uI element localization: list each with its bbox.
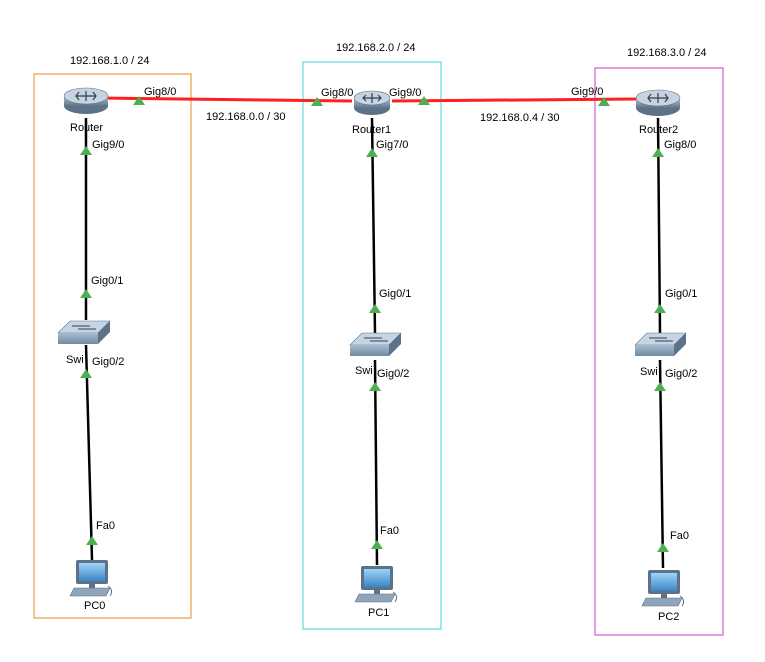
- pc2-icon[interactable]: [641, 570, 685, 607]
- link-up-icon: [369, 304, 381, 313]
- port-label-s1-gig01: Gig0/1: [379, 288, 412, 300]
- port-label-s2-gig02: Gig0/2: [665, 368, 698, 380]
- port-label-s0-gig01: Gig0/1: [91, 275, 124, 287]
- wan-link-r0-r1[interactable]: [99, 96, 353, 103]
- port-label-r1-gig80: Gig8/0: [321, 87, 354, 99]
- port-label-pc1-fa0: Fa0: [380, 525, 399, 537]
- link-up-icon: [371, 540, 383, 549]
- router1-icon[interactable]: [353, 90, 391, 115]
- port-label-pc0-fa0: Fa0: [96, 520, 115, 532]
- port-label-r2-gig90: Gig9/0: [571, 86, 604, 98]
- network-label-wan-left: 192.168.0.0 / 30: [206, 111, 286, 123]
- link-up-icon: [654, 382, 666, 391]
- wan-link-r1-r2[interactable]: [391, 97, 641, 103]
- link-up-icon: [133, 96, 145, 105]
- network-label-wan-right: 192.168.0.4 / 30: [480, 112, 560, 124]
- link-up-icon: [80, 369, 92, 378]
- area-right[interactable]: [594, 67, 724, 636]
- switch1-label: Swi: [355, 365, 373, 377]
- link-up-icon: [598, 97, 610, 106]
- port-label-s2-gig01: Gig0/1: [665, 288, 698, 300]
- link-up-icon: [80, 146, 92, 155]
- link-up-icon: [86, 536, 98, 545]
- network-label-lan-right: 192.168.3.0 / 24: [627, 47, 707, 59]
- port-label-r0-gig90: Gig9/0: [92, 139, 125, 151]
- area-mid[interactable]: [302, 61, 442, 630]
- switch1-icon[interactable]: [349, 332, 402, 356]
- port-label-r2-gig80: Gig8/0: [664, 139, 697, 151]
- lan-link-s2-pc2[interactable]: [658, 359, 665, 569]
- port-label-r1-gig90: Gig9/0: [389, 87, 422, 99]
- port-label-s0-gig02: Gig0/2: [92, 356, 125, 368]
- link-up-icon: [652, 148, 664, 157]
- switch0-icon[interactable]: [57, 320, 111, 344]
- port-label-s1-gig02: Gig0/2: [377, 368, 410, 380]
- router0-label: Router: [70, 122, 104, 134]
- router2-label: Router2: [639, 124, 679, 136]
- lan-link-s1-pc1[interactable]: [373, 359, 379, 566]
- link-up-icon: [657, 543, 669, 552]
- pc0-icon[interactable]: [69, 560, 113, 597]
- pc0-label: PC0: [84, 600, 106, 612]
- router2-icon[interactable]: [635, 89, 681, 116]
- link-indicators: [80, 96, 669, 552]
- link-up-icon: [366, 148, 378, 157]
- link-up-icon: [311, 97, 323, 106]
- switch0-label: Swi: [66, 354, 84, 366]
- pc1-icon[interactable]: [354, 566, 398, 603]
- link-up-icon: [654, 304, 666, 313]
- switch2-icon[interactable]: [634, 332, 687, 356]
- lan-link-s0-pc0[interactable]: [84, 344, 94, 561]
- port-label-r1-gig70: Gig7/0: [376, 139, 409, 151]
- port-label-pc2-fa0: Fa0: [670, 530, 689, 542]
- port-label-r0-gig80: Gig8/0: [144, 86, 177, 98]
- pc1-label: PC1: [368, 607, 390, 619]
- link-up-icon: [369, 382, 381, 391]
- router1-label: Router1: [352, 124, 392, 136]
- network-label-lan-mid: 192.168.2.0 / 24: [336, 42, 416, 54]
- link-up-icon: [80, 289, 92, 298]
- area-left[interactable]: [33, 73, 192, 619]
- router0-icon[interactable]: [63, 87, 109, 114]
- link-up-icon: [418, 96, 430, 105]
- pc2-label: PC2: [658, 611, 680, 623]
- network-label-lan-left: 192.168.1.0 / 24: [70, 55, 150, 67]
- switch2-label: Swi: [640, 366, 658, 378]
